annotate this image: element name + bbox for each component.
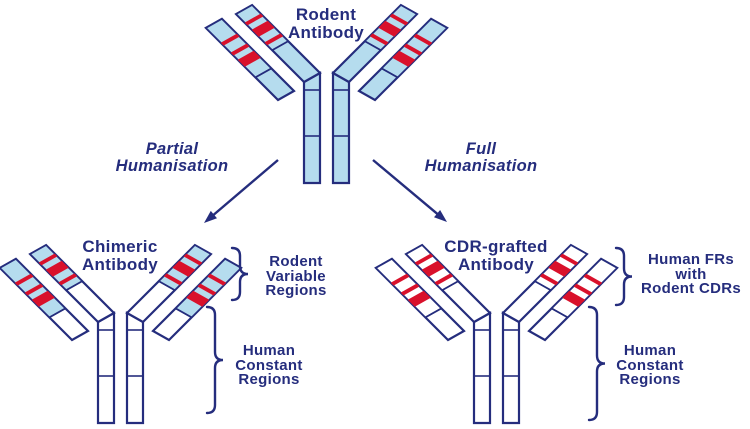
partial-humanisation-arrow (204, 159, 279, 223)
brace-human-frs-rodent-cdrs (614, 246, 633, 307)
rodent-variable-regions-line2: Variable (266, 267, 326, 285)
full-humanisation-label-line1: Full (465, 140, 497, 158)
cdr-grafted-antibody-figure (374, 243, 619, 425)
rodent-antibody-label-line1: Rodent (295, 5, 357, 24)
rodent-variable-regions-line3: Regions (265, 282, 327, 299)
human-constant-left-line2: Constant (235, 356, 303, 374)
brace-human-constant-regions-left (205, 305, 224, 415)
full-humanisation-arrow (372, 159, 447, 222)
human-constant-right-line3: Regions (619, 371, 681, 388)
human-constant-right-line2: Constant (616, 356, 684, 374)
rodent-antibody-label-line2: Antibody (287, 23, 365, 42)
human-constant-left-line3: Regions (238, 371, 300, 388)
chimeric-antibody-label-line2: Antibody (81, 255, 159, 274)
human-frs-line3: Rodent CDRs (641, 280, 741, 297)
brace-rodent-variable-regions (230, 246, 249, 302)
human-constant-regions-right-label: Human Constant Regions (616, 342, 684, 388)
cdr-grafted-antibody-label-line2: Antibody (457, 255, 535, 274)
partial-humanisation-label: Partial Humanisation (116, 141, 229, 175)
human-constant-regions-left-label: Human Constant Regions (235, 342, 303, 388)
partial-humanisation-label-line2: Humanisation (115, 157, 229, 175)
cdr-grafted-antibody-label-line1: CDR-grafted (444, 237, 548, 256)
rodent-antibody-figure (204, 3, 449, 185)
brace-human-constant-regions-right (587, 305, 606, 422)
human-frs-rodent-cdrs-label: Human FRs with Rodent CDRs (641, 251, 741, 297)
human-constant-left-line1: Human (242, 342, 296, 359)
rodent-variable-regions-line1: Rodent (269, 253, 323, 270)
human-frs-line1: Human FRs (647, 251, 735, 268)
human-constant-right-line1: Human (623, 342, 677, 359)
chimeric-antibody-label-line1: Chimeric (82, 237, 158, 256)
full-humanisation-label-line2: Humanisation (424, 157, 538, 175)
chimeric-antibody-figure (0, 243, 243, 425)
partial-humanisation-label-line1: Partial (145, 140, 199, 158)
rodent-variable-regions-label: Rodent Variable Regions (265, 253, 327, 299)
cdr-grafted-antibody-label: CDR-grafted Antibody (444, 238, 547, 274)
full-humanisation-label: Full Humanisation (425, 141, 538, 175)
human-frs-line2: with (675, 265, 707, 283)
rodent-antibody-label: Rodent Antibody (288, 6, 364, 42)
chimeric-antibody-label: Chimeric Antibody (82, 238, 158, 274)
